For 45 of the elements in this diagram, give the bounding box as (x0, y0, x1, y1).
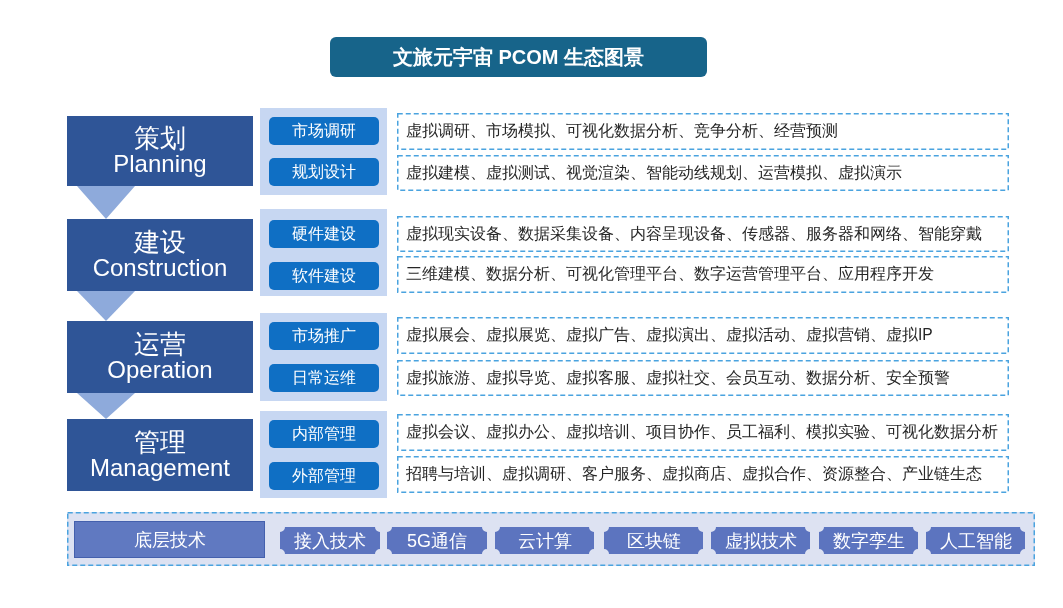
band-heading-box: 底层技术 (74, 521, 265, 558)
phase-name-english: Management (89, 455, 231, 481)
phase-box (67, 219, 253, 291)
category-box: 外部管理 (269, 462, 379, 490)
category-box: 市场调研 (269, 117, 379, 145)
category-box: 内部管理 (269, 420, 379, 448)
technology-tag: 虚拟技术 (711, 527, 810, 554)
chevron-arrow (77, 186, 135, 219)
description-box: 三维建模、数据分析、可视化管理平台、数字运营管理平台、应用程序开发 (397, 256, 1009, 293)
phase-name-english: Operation (107, 357, 213, 383)
description-box: 虚拟调研、市场模拟、可视化数据分析、竞争分析、经营预测 (397, 113, 1009, 150)
phase-name: 策划 (134, 125, 186, 151)
category-box: 硬件建设 (269, 220, 379, 248)
technology-tag: 接入技术 (280, 527, 380, 554)
description-box: 虚拟建模、虚拟测试、视觉渲染、智能动线规划、运营模拟、虚拟演示 (397, 155, 1009, 191)
phase-name: 运营 (134, 331, 186, 357)
category-box: 软件建设 (269, 262, 379, 290)
description-box: 虚拟会议、虚拟办公、虚拟培训、项目协作、员工福利、模拟实验、可视化数据分析 (397, 414, 1009, 451)
technology-tag: 人工智能 (926, 527, 1025, 554)
technology-tag: 区块链 (604, 527, 703, 554)
description-box: 虚拟旅游、虚拟导览、虚拟客服、虚拟社交、会员互动、数据分析、安全预警 (397, 360, 1009, 396)
chevron-arrow (77, 393, 135, 419)
category-panel (260, 411, 387, 498)
technology-band (67, 512, 1035, 566)
phase-box (67, 419, 253, 491)
technology-tag: 5G通信 (387, 527, 487, 554)
chevron-arrow (77, 291, 135, 321)
description-box: 招聘与培训、虚拟调研、客户服务、虚拟商店、虚拟合作、资源整合、产业链生态 (397, 456, 1009, 493)
phase-box (67, 116, 253, 186)
description-box: 虚拟现实设备、数据采集设备、内容呈现设备、传感器、服务器和网络、智能穿戴 (397, 216, 1009, 252)
category-panel (260, 209, 387, 296)
phase-name-english: Planning (113, 151, 207, 177)
category-box: 日常运维 (269, 364, 379, 392)
category-panel (260, 108, 387, 195)
category-panel (260, 313, 387, 401)
phase-box (67, 321, 253, 393)
technology-tag: 云计算 (495, 527, 594, 554)
description-box: 虚拟展会、虚拟展览、虚拟广告、虚拟演出、虚拟活动、虚拟营销、虚拟IP (397, 317, 1009, 354)
category-box: 市场推广 (269, 322, 379, 350)
phase-name: 建设 (134, 229, 186, 255)
phase-name-english: Construction (92, 255, 228, 281)
title-banner: 文旅元宇宙 PCOM 生态图景 (330, 37, 707, 77)
phase-name: 管理 (134, 429, 186, 455)
category-box: 规划设计 (269, 158, 379, 186)
technology-tag: 数字孪生 (819, 527, 918, 554)
